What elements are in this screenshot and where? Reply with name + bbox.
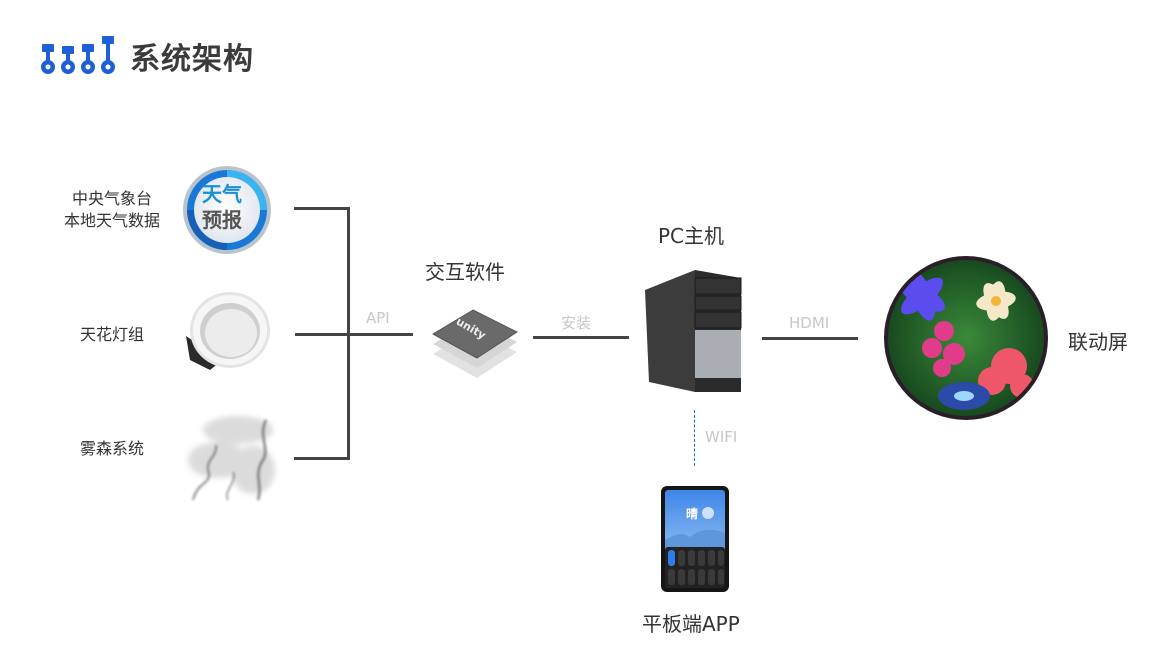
tablet-title: 平板端APP (642, 612, 740, 636)
weather-icon-text-1: 天气 (202, 182, 242, 206)
source-fog-label: 雾森系统 (79, 439, 144, 458)
edge-label-wifi: WIFI (705, 428, 738, 446)
weather-forecast-icon: 天气 预报 (182, 165, 272, 255)
piston-logo-icon (41, 36, 115, 74)
connector-install (533, 336, 629, 339)
connector-wifi (694, 410, 695, 466)
round-screen-icon (884, 256, 1048, 420)
ceiling-light-icon (180, 290, 272, 375)
pc-title: PC主机 (658, 224, 725, 248)
connector-vertical-bus (347, 207, 350, 460)
connector-fog (294, 457, 350, 460)
fog-smoke-icon (178, 400, 283, 505)
edge-label-hdmi: HDMI (789, 314, 830, 332)
source-weather-line2: 本地天气数据 (63, 211, 160, 230)
tablet-weather-text: 晴 (686, 507, 699, 521)
screen-title: 联动屏 (1068, 330, 1128, 354)
connector-light (295, 333, 413, 336)
source-light-label: 天花灯组 (79, 325, 144, 344)
software-title: 交互软件 (425, 260, 505, 284)
edge-label-api: API (366, 309, 390, 327)
tablet-icon: 晴 (660, 485, 730, 593)
source-weather-label: 中央气象台 本地天气数据 (52, 188, 172, 232)
pc-tower-icon (643, 266, 745, 394)
connector-hdmi (762, 337, 858, 340)
unity-icon: unity (425, 300, 525, 380)
page-title: 系统架构 (130, 42, 254, 77)
weather-icon-text-2: 预报 (202, 208, 242, 232)
edge-label-install: 安装 (561, 314, 592, 332)
connector-weather (294, 207, 350, 210)
source-weather-line1: 中央气象台 (71, 189, 152, 208)
